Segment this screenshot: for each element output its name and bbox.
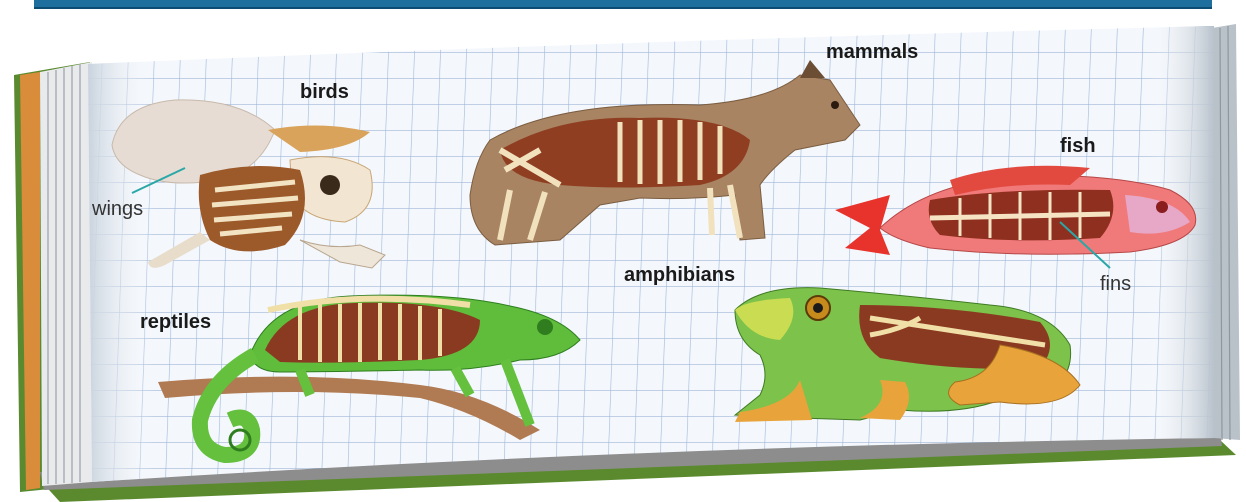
label-mammals: mammals <box>826 42 918 62</box>
label-fins: fins <box>1100 274 1131 294</box>
label-wings: wings <box>92 199 143 219</box>
label-amphibians: amphibians <box>624 265 735 285</box>
label-fish: fish <box>1060 136 1096 156</box>
label-reptiles: reptiles <box>140 312 211 332</box>
book-page-edges-left <box>40 62 92 486</box>
book-page-edges-right <box>1212 24 1240 440</box>
label-birds: birds <box>300 82 349 102</box>
